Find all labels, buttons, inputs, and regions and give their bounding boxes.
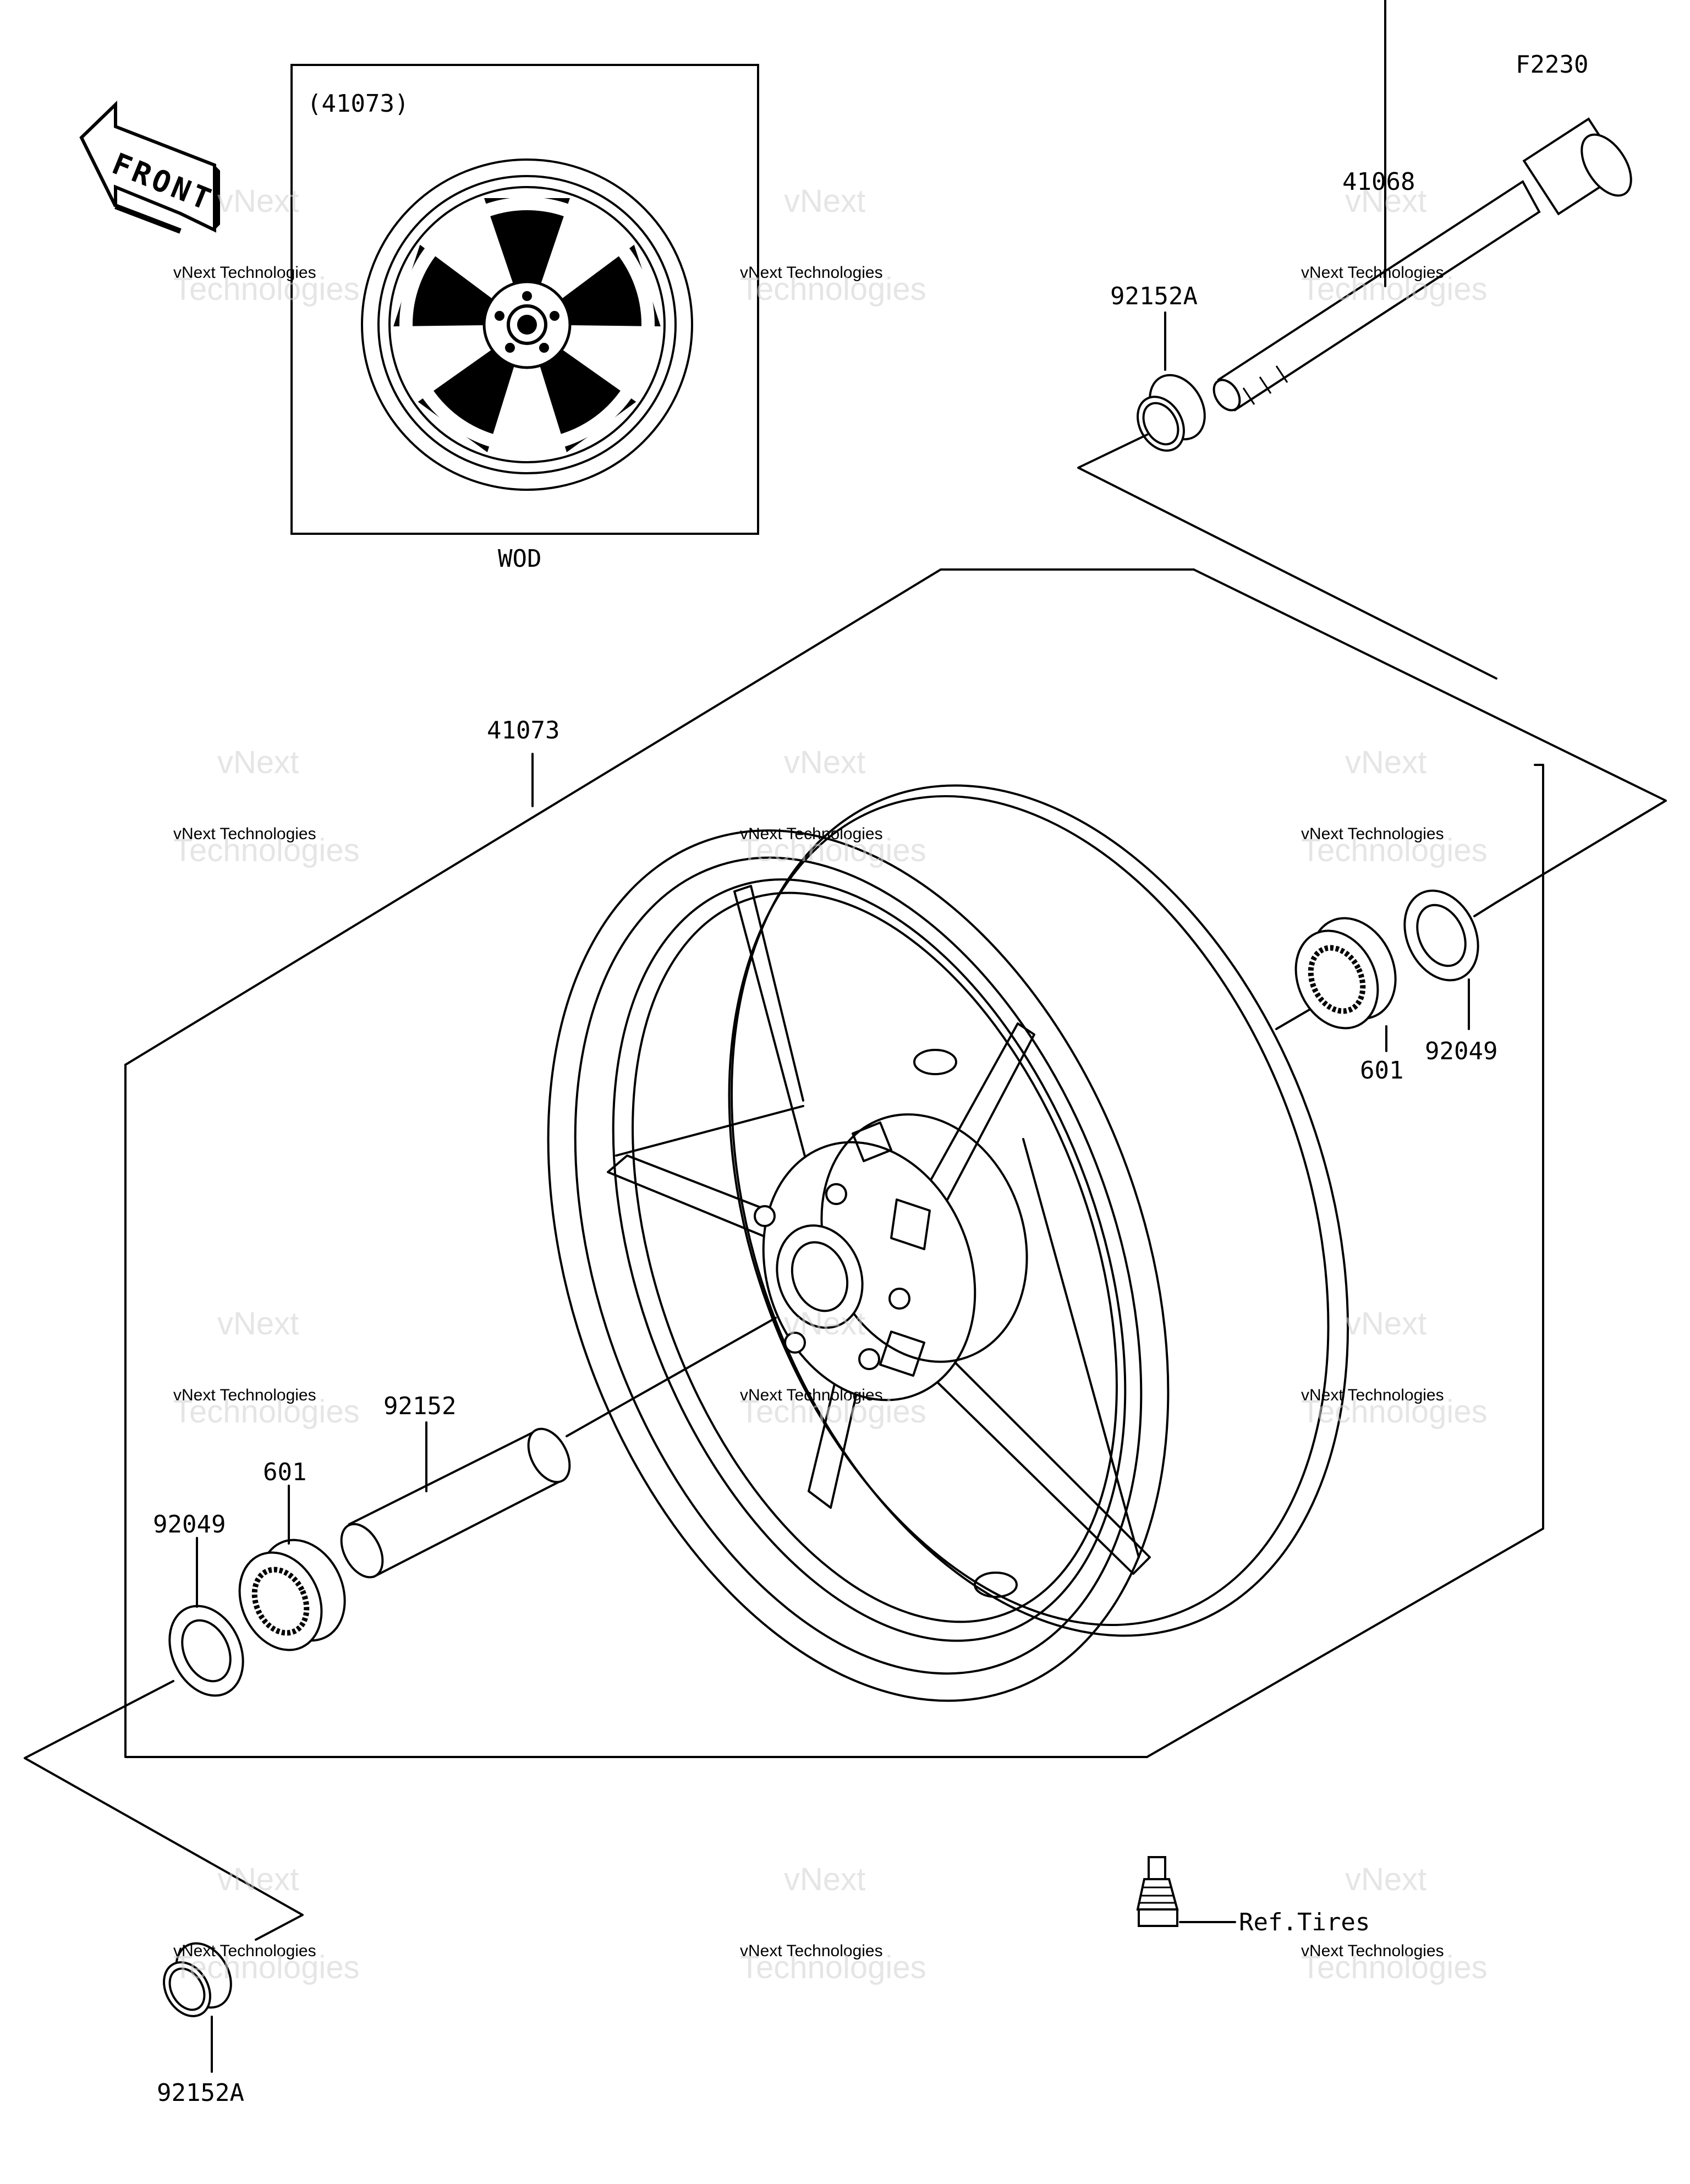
inset-panel: (41073) WOD: [290, 64, 759, 573]
svg-text:vNext Technologies: vNext Technologies: [173, 825, 316, 843]
callout-collar-right: 92152A: [1110, 282, 1198, 310]
svg-text:Technologies: Technologies: [740, 1950, 926, 1985]
watermarks: vNext vNext Technologies Technologies vN…: [173, 183, 1488, 1985]
svg-text:Technologies: Technologies: [173, 1950, 360, 1985]
callout-valve: Ref.Tires: [1239, 1908, 1370, 1936]
watermark: vNext vNext Technologies Technologies: [173, 745, 360, 868]
svg-text:vNext: vNext: [784, 745, 865, 780]
svg-text:Technologies: Technologies: [173, 271, 360, 307]
watermark: vNext vNext Technologies Technologies: [740, 1306, 926, 1430]
callout-wheel: 41073: [487, 716, 559, 745]
front-arrow-icon: FRONT: [79, 100, 220, 234]
svg-text:vNext: vNext: [784, 183, 865, 219]
watermark: vNext vNext Technologies Technologies: [173, 1862, 360, 1985]
svg-text:Technologies: Technologies: [1301, 271, 1488, 307]
collar-right-part: [1137, 374, 1206, 452]
watermark: vNext vNext Technologies Technologies: [1301, 183, 1488, 307]
svg-text:vNext: vNext: [1345, 1306, 1426, 1342]
svg-text:vNext Technologies: vNext Technologies: [173, 1386, 316, 1404]
main-wheel-part: [547, 784, 1349, 1702]
axle-line-left: [566, 1317, 777, 1437]
svg-text:vNext: vNext: [217, 1862, 299, 1897]
svg-text:vNext Technologies: vNext Technologies: [740, 825, 883, 843]
svg-text:vNext: vNext: [1345, 1862, 1426, 1897]
assembly-outline: [124, 764, 1544, 1758]
svg-text:Technologies: Technologies: [173, 1394, 360, 1430]
svg-text:vNext Technologies: vNext Technologies: [173, 1942, 316, 1960]
callout-collar-left: 92152A: [157, 2079, 244, 2107]
svg-text:vNext: vNext: [784, 1306, 865, 1342]
callout-bearing-right: 601: [1360, 1057, 1403, 1085]
bearing-left-part: [238, 1539, 346, 1651]
seal-right-part: [1403, 889, 1479, 982]
svg-text:Technologies: Technologies: [740, 271, 926, 307]
inset-caption: WOD: [498, 545, 541, 573]
watermark: vNext vNext Technologies Technologies: [740, 183, 926, 307]
watermark: vNext vNext Technologies Technologies: [1301, 745, 1488, 868]
svg-text:vNext Technologies: vNext Technologies: [1301, 1942, 1444, 1960]
axle-line-right2: [1473, 901, 1497, 917]
svg-text:vNext Technologies: vNext Technologies: [173, 264, 316, 282]
svg-text:Technologies: Technologies: [173, 833, 360, 868]
diagram-id: F2230: [1516, 51, 1588, 79]
svg-text:vNext Technologies: vNext Technologies: [740, 1942, 883, 1960]
watermark: vNext vNext Technologies Technologies: [1301, 1862, 1488, 1985]
svg-text:vNext: vNext: [784, 1862, 865, 1897]
svg-text:Technologies: Technologies: [740, 1394, 926, 1430]
axle-line-upper: [1077, 434, 1497, 680]
svg-text:Technologies: Technologies: [1301, 833, 1488, 868]
inset-part-ref: (41073): [307, 90, 409, 118]
axle-line-lower: [24, 1680, 304, 1941]
svg-text:vNext: vNext: [217, 745, 299, 780]
svg-text:vNext: vNext: [217, 183, 299, 219]
callout-seal-right: 92049: [1425, 1037, 1497, 1065]
axle-line-right: [1275, 1009, 1310, 1030]
inset-wheel-icon: [361, 158, 693, 491]
svg-text:vNext: vNext: [217, 1306, 299, 1342]
svg-text:Technologies: Technologies: [740, 833, 926, 868]
axle-part: [1212, 117, 1632, 412]
svg-text:vNext Technologies: vNext Technologies: [740, 1386, 883, 1404]
watermark: vNext vNext Technologies Technologies: [740, 1862, 926, 1985]
svg-text:vNext Technologies: vNext Technologies: [1301, 825, 1444, 843]
svg-text:vNext Technologies: vNext Technologies: [1301, 1386, 1444, 1404]
seal-left-part: [168, 1605, 244, 1697]
svg-text:vNext Technologies: vNext Technologies: [740, 264, 883, 282]
watermark: vNext vNext Technologies Technologies: [1301, 1306, 1488, 1430]
distance-collar-part: [340, 1427, 571, 1579]
svg-text:Technologies: Technologies: [1301, 1950, 1488, 1985]
svg-text:vNext: vNext: [1345, 745, 1426, 780]
callout-seal-left: 92049: [153, 1510, 226, 1539]
svg-text:vNext: vNext: [1345, 183, 1426, 219]
bearing-right-part: [1294, 917, 1397, 1030]
watermark: vNext vNext Technologies Technologies: [740, 745, 926, 868]
callout-bearing-left: 601: [263, 1458, 306, 1486]
assembly-outline-topright: [1193, 568, 1667, 904]
svg-text:Technologies: Technologies: [1301, 1394, 1488, 1430]
watermark: vNext vNext Technologies Technologies: [173, 183, 360, 307]
watermark: vNext vNext Technologies Technologies: [173, 1306, 360, 1430]
valve-part: [1136, 1856, 1179, 1927]
collar-left-part: [163, 1942, 232, 2017]
callout-axle: 41068: [1342, 168, 1415, 196]
assembly-outline-top: [124, 568, 1195, 1066]
callout-distance-collar: 92152: [383, 1392, 456, 1420]
svg-text:vNext Technologies: vNext Technologies: [1301, 264, 1444, 282]
